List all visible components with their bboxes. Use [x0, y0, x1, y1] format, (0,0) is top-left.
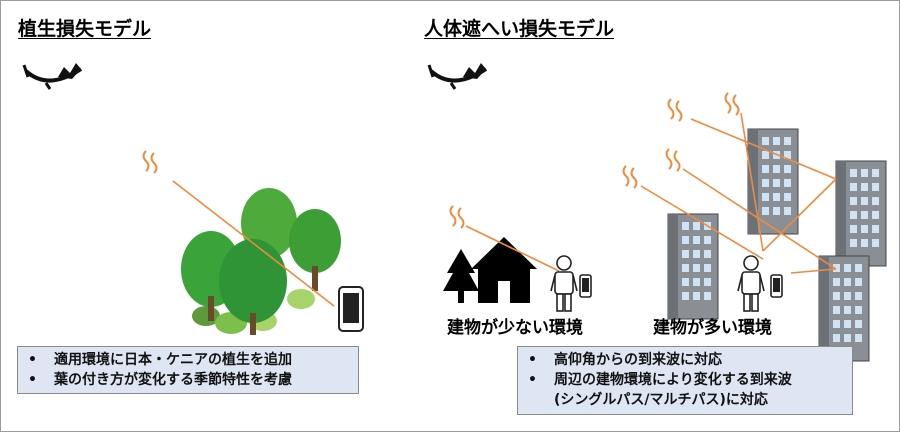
note-item: 周辺の建物環境により変化する到来波 — [528, 370, 846, 390]
building-icon — [747, 128, 799, 235]
wave-icon — [665, 148, 681, 172]
forest-illustration — [181, 188, 341, 335]
human-blockage-notes-box: 高仰角からの到来波に対応 周辺の建物環境により変化する到来波 (シングルパス/マ… — [517, 346, 853, 415]
house-icon — [471, 237, 537, 303]
propagation-ray — [172, 180, 335, 307]
multipath-rays — [640, 112, 837, 274]
tree-icon — [443, 249, 479, 303]
note-item: 高仰角からの到来波に対応 — [528, 350, 846, 370]
wave-icon — [449, 205, 465, 229]
wave-icon — [667, 98, 683, 122]
many-buildings-caption: 建物が多い環境 — [653, 318, 772, 338]
note-item: 葉の付き方が変化する季節特性を考慮 — [28, 370, 352, 390]
note-item: 適用環境に日本・ケニアの植生を追加 — [28, 350, 352, 370]
few-buildings-caption: 建物が少ない環境 — [447, 318, 583, 338]
wave-icon — [142, 150, 158, 174]
wave-icon — [724, 92, 740, 116]
vegetation-notes-box: 適用環境に日本・ケニアの植生を追加 葉の付き方が変化する季節特性を考慮 — [17, 346, 359, 394]
building-icon — [835, 160, 887, 267]
vegetation-loss-title: 植生損失モデル — [18, 18, 152, 40]
smartphone-icon — [338, 286, 364, 332]
person-icon — [737, 255, 765, 312]
smartphone-icon — [770, 274, 783, 298]
satellite-icon-right — [427, 61, 488, 91]
human-blockage-title: 人体遮へい損失モデル — [424, 18, 615, 40]
propagation-ray — [465, 225, 560, 272]
person-icon — [550, 255, 578, 312]
building-icon — [667, 213, 719, 320]
note-item-continuation: (シングルパス/マルチパス)に対応 — [554, 392, 768, 408]
smartphone-icon — [579, 274, 592, 298]
wave-icon — [622, 165, 638, 189]
satellite-icon-left — [22, 61, 83, 91]
